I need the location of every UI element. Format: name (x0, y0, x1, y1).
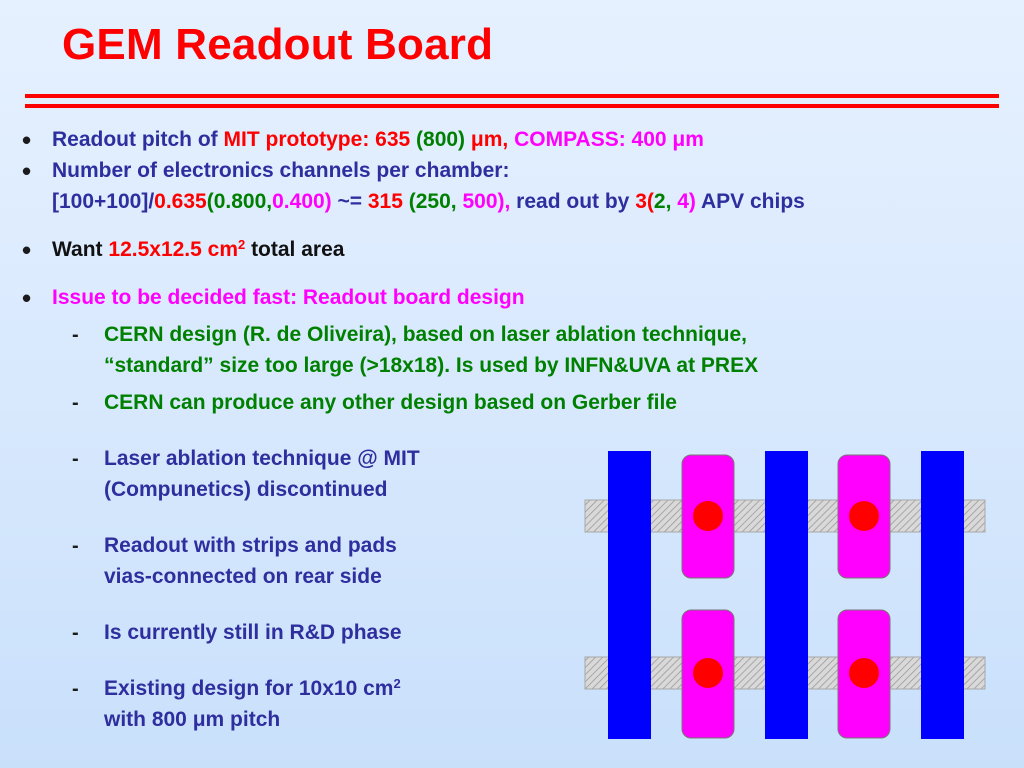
text-segment: μm, (470, 128, 509, 151)
sub-existing-design-line1: Existing design for 10x10 cm2 (104, 676, 401, 702)
text-segment: 0.635 (154, 190, 207, 213)
readout-strip (765, 451, 808, 739)
bullet-total-area: Want 12.5x12.5 cm2 total area (52, 237, 344, 263)
text-segment: , (665, 190, 678, 213)
dash-marker: - (72, 535, 79, 557)
readout-strip (608, 451, 651, 739)
sub-existing-design-line2: with 800 μm pitch (104, 708, 281, 731)
dash-marker: - (72, 448, 79, 470)
text-segment: 12.5x12.5 cm (108, 238, 238, 261)
text-segment: 4) (677, 190, 696, 213)
readout-board-diagram (584, 451, 986, 739)
bullet-marker: • (22, 283, 32, 313)
text-segment: 0.400) (272, 190, 332, 213)
text-segment: Want (52, 238, 109, 261)
text-segment: Readout pitch of (52, 128, 224, 151)
sub-cern-design-line2: “standard” size too large (>18x18). Is u… (104, 354, 759, 377)
title-underline-bottom (25, 104, 999, 108)
text-segment: read out by (510, 190, 636, 213)
text-segment: prototype: 635 (259, 128, 411, 151)
slide-title: GEM Readout Board (62, 20, 494, 69)
via-dot (693, 658, 723, 688)
sub-strips-pads-line2: vias-connected on rear side (104, 565, 382, 588)
text-segment: 2 (653, 190, 666, 213)
bullet-readout-pitch: Readout pitch of MIT prototype: 635 (800… (52, 127, 704, 153)
text-segment: (0.800, (206, 190, 273, 213)
text-segment: ~= (331, 190, 368, 213)
dash-marker: - (72, 392, 79, 414)
bullet-marker: • (22, 125, 32, 155)
sub-rd-phase: Is currently still in R&D phase (104, 621, 402, 644)
sub-strips-pads-line1: Readout with strips and pads (104, 534, 397, 557)
dash-marker: - (72, 324, 79, 346)
text-segment: total area (245, 238, 345, 261)
text-segment: COMPASS: 400 μm (508, 128, 704, 151)
dash-marker: - (72, 678, 79, 700)
text-segment: 315 (367, 190, 403, 213)
bullet-channels-line2: [100+100]/0.635(0.800,0.400) ~= 315 (250… (52, 189, 805, 215)
via-dot (849, 501, 879, 531)
text-segment: [100+100]/ (52, 190, 155, 213)
text-segment: Existing design for 10x10 cm (104, 677, 394, 700)
text-segment: ( (646, 190, 654, 213)
text-segment: (800) (410, 128, 471, 151)
sub-cern-gerber: CERN can produce any other design based … (104, 391, 677, 414)
superscript: 2 (238, 237, 246, 252)
text-segment: MIT (223, 128, 260, 151)
text-segment: 3 (635, 190, 647, 213)
bullet-marker: • (22, 156, 32, 186)
via-dot (849, 658, 879, 688)
sub-laser-ablation-line1: Laser ablation technique @ MIT (104, 447, 420, 470)
superscript: 2 (393, 676, 401, 691)
text-segment: (250, (402, 190, 463, 213)
readout-strip (921, 451, 964, 739)
text-segment: APV chips (695, 190, 805, 213)
sub-cern-design-line1: CERN design (R. de Oliveira), based on l… (104, 323, 747, 346)
dash-marker: - (72, 622, 79, 644)
sub-laser-ablation-line2: (Compunetics) discontinued (104, 478, 388, 501)
bullet-issue: Issue to be decided fast: Readout board … (52, 286, 525, 309)
title-underline-top (25, 94, 999, 98)
via-dot (693, 501, 723, 531)
text-segment: 500), (462, 190, 511, 213)
bullet-marker: • (22, 235, 32, 265)
bullet-channels-line1: Number of electronics channels per chamb… (52, 159, 510, 182)
